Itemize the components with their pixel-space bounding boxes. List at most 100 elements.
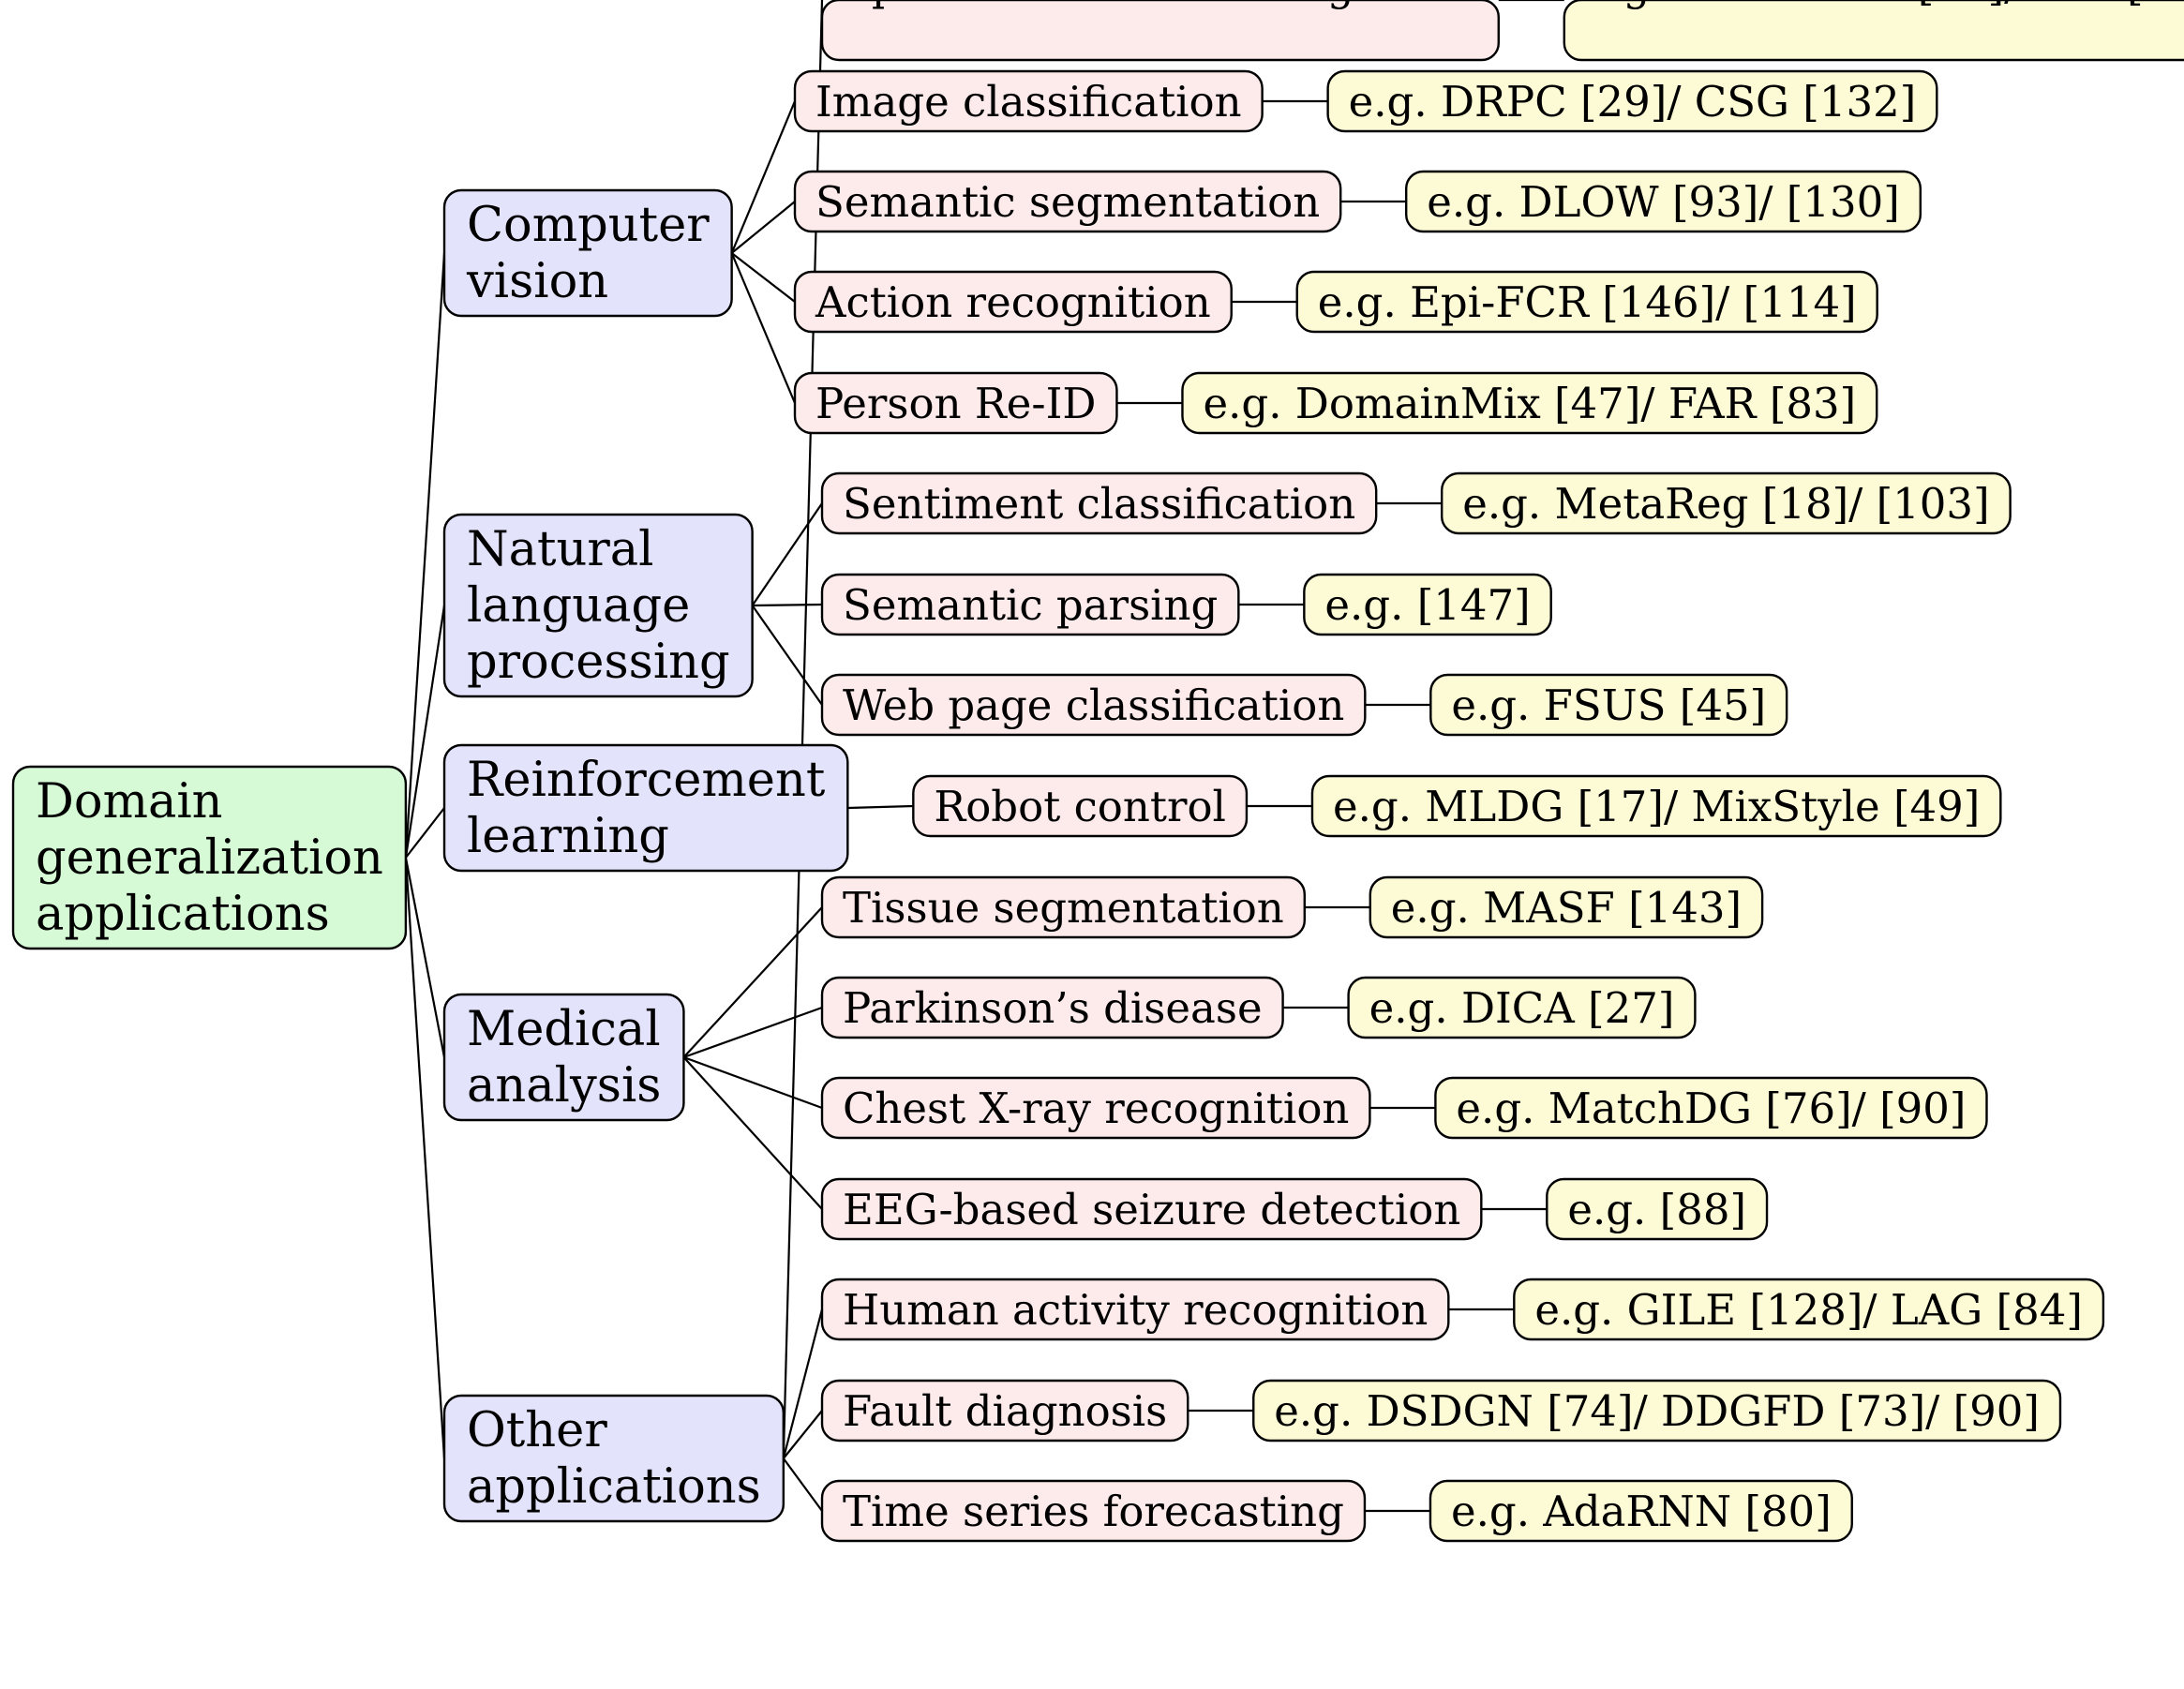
root-node-label-line: applications xyxy=(36,887,330,942)
category-to-application-edge xyxy=(683,1006,823,1059)
application-node-label: Semantic parsing xyxy=(843,580,1218,630)
application-node-box xyxy=(820,471,1378,535)
application-node: Parkinson’s disease xyxy=(820,976,1284,1039)
application-node: Sentiment classification xyxy=(820,471,1378,535)
category-to-application-edge xyxy=(782,1308,824,1459)
application-node-box xyxy=(820,875,1306,939)
application-node: Semantic parsing xyxy=(820,573,1240,636)
application-node-label: Robot control xyxy=(934,782,1226,831)
example-node-label: e.g. MASF [143] xyxy=(1391,883,1742,933)
category-to-application-edge xyxy=(751,502,823,606)
category-node-label-line: Reinforcement xyxy=(467,753,826,808)
category-node-box xyxy=(442,743,849,873)
example-node: e.g. [147] xyxy=(1303,573,1552,636)
category-node-label-line: Computer xyxy=(467,198,710,253)
application-node: Tissue segmentation xyxy=(820,875,1306,939)
application-node: Fault diagnosis xyxy=(820,1379,1189,1442)
category-node-label-line: applications xyxy=(467,1459,761,1515)
application-node-label: Person Re-ID xyxy=(815,379,1096,428)
application-node: Image classification xyxy=(793,69,1264,133)
example-node-label: e.g. GILE [128]/ LAG [84] xyxy=(1534,1285,2083,1335)
example-node: e.g. FSUS [45] xyxy=(1429,673,1788,737)
tree-edges xyxy=(404,0,1564,1513)
root-to-category-edge xyxy=(405,807,445,859)
application-node-box xyxy=(820,573,1240,636)
example-node: e.g. DLOW [93]/ [130] xyxy=(1405,170,1922,233)
category-to-application-edge xyxy=(782,1410,823,1459)
application-node: Web page classification xyxy=(820,673,1367,737)
application-node-box xyxy=(820,1379,1189,1442)
example-node-box xyxy=(1429,673,1788,737)
category-to-application-edge xyxy=(730,201,796,254)
category-node-box xyxy=(442,993,685,1122)
root-node-label-line: Domain xyxy=(36,774,223,830)
example-node-label: e.g. MLDG [17]/ MixStyle [49] xyxy=(1333,782,1980,831)
example-node: e.g. MLDG [17]/ MixStyle [49] xyxy=(1310,774,2002,838)
example-node-box xyxy=(1326,69,1938,133)
application-node-label: Sentiment classification xyxy=(843,479,1355,529)
application-node-box xyxy=(820,976,1284,1039)
application-node-box xyxy=(820,1076,1371,1140)
example-node: e.g. DICA [27] xyxy=(1347,976,1697,1039)
example-node-label: e.g. MetaReg [18]/ [103] xyxy=(1462,479,1989,529)
application-node-label: EEG-based seizure detection xyxy=(843,1185,1460,1234)
category-to-application-edge xyxy=(730,100,797,254)
tree-nodes: DomaingeneralizationapplicationsComputer… xyxy=(11,0,2184,1543)
category-node-label-line: language xyxy=(467,578,690,634)
example-node-box xyxy=(1310,774,2002,838)
example-node-box xyxy=(1434,1076,1988,1140)
example-node: e.g. Epi-FCR [146]/ [114] xyxy=(1295,270,1878,334)
application-node: Action recognition xyxy=(793,270,1233,334)
root-node-box xyxy=(11,765,408,950)
example-node-box xyxy=(1252,1379,2062,1442)
category-to-application-edge xyxy=(682,1056,823,1210)
example-node-box xyxy=(1295,270,1878,334)
example-node-label: e.g. DLOW [93]/ [130] xyxy=(1427,177,1900,227)
example-node-label: e.g. [147] xyxy=(1324,580,1530,630)
category-to-application-edge xyxy=(782,0,824,1459)
root-node-label-line: generalization xyxy=(36,830,383,886)
application-node-box xyxy=(793,170,1342,233)
application-node: Person Re-ID xyxy=(793,371,1118,435)
category-to-application-edge xyxy=(683,1055,823,1110)
category-to-application-edge xyxy=(730,252,796,303)
category-node-box xyxy=(442,1394,785,1523)
example-node-label: e.g. Epi-FCR [146]/ [114] xyxy=(1318,277,1857,327)
example-node: e.g. CrossGrad [37]/CSD [117] xyxy=(1563,0,2184,62)
root-to-category-edge xyxy=(404,252,446,859)
example-node: e.g. [88] xyxy=(1546,1177,1769,1241)
example-node: e.g. GILE [128]/ LAG [84] xyxy=(1513,1278,2105,1341)
example-node: e.g. MatchDG [76]/ [90] xyxy=(1434,1076,1988,1140)
example-node-label: e.g. DSDGN [74]/ DDGFD [73]/ [90] xyxy=(1274,1386,2040,1436)
category-node-label-line: learning xyxy=(467,809,669,864)
example-node-box xyxy=(1369,875,1764,939)
application-node: Human activity recognition xyxy=(820,1278,1450,1341)
category-node-label-line: Natural xyxy=(467,522,653,577)
category-node-label-line: Medical xyxy=(467,1002,661,1057)
example-node: e.g. MetaReg [18]/ [103] xyxy=(1440,471,2012,535)
example-node: e.g. MASF [143] xyxy=(1369,875,1764,939)
category-to-application-edge xyxy=(682,906,823,1058)
example-node-box xyxy=(1546,1177,1769,1241)
example-node-box xyxy=(1347,976,1697,1039)
example-node: e.g. AdaRNN [80] xyxy=(1429,1479,1853,1543)
application-node-box xyxy=(820,0,1500,62)
application-node-box xyxy=(820,1177,1483,1241)
application-node: EEG-based seizure detection xyxy=(820,1177,1483,1241)
example-node-label: e.g. DomainMix [47]/ FAR [83] xyxy=(1203,379,1856,428)
example-node-box xyxy=(1303,573,1552,636)
application-node-box xyxy=(912,774,1249,838)
example-node-box xyxy=(1563,0,2184,62)
category-to-application-edge xyxy=(847,804,914,810)
example-node-label: e.g. CrossGrad [37]/CSD [117] xyxy=(1585,0,2184,10)
example-node-box xyxy=(1405,170,1922,233)
application-node-box xyxy=(820,673,1367,737)
example-node: e.g. DSDGN [74]/ DDGFD [73]/ [90] xyxy=(1252,1379,2062,1442)
application-node-label: Time series forecasting xyxy=(843,1487,1344,1536)
example-node-label: e.g. DICA [27] xyxy=(1369,983,1675,1033)
